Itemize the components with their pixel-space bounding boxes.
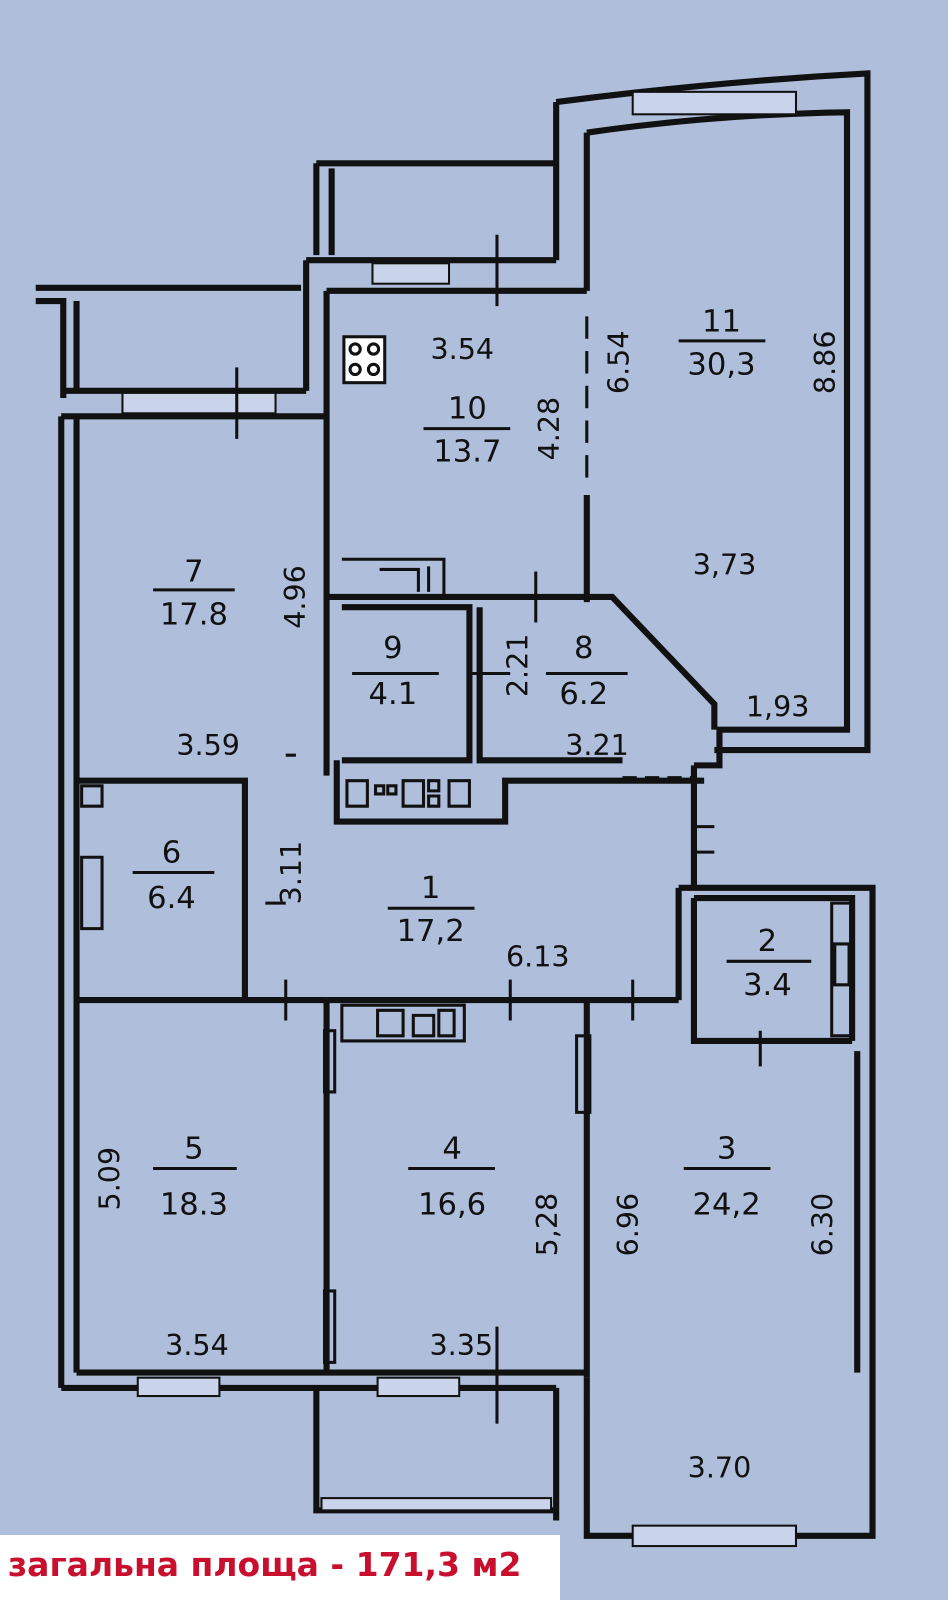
window bbox=[136, 1376, 221, 1398]
dimension-label: 6.30 bbox=[806, 1193, 840, 1257]
room-number: 9 bbox=[383, 631, 402, 666]
window bbox=[631, 1524, 798, 1548]
room-area: 3.4 bbox=[743, 968, 792, 1003]
dimension-label: 3.35 bbox=[429, 1328, 493, 1362]
room-8: 86.2 bbox=[545, 631, 628, 712]
room-area: 6.4 bbox=[147, 881, 196, 916]
dimension-label: 6.96 bbox=[611, 1193, 645, 1257]
dimension-label: 2.21 bbox=[501, 634, 535, 698]
room-4: 416,6 bbox=[408, 1131, 495, 1222]
dimension-label: 6.13 bbox=[506, 939, 570, 973]
room-number: 11 bbox=[702, 305, 741, 340]
dimension-label: 3,73 bbox=[693, 548, 757, 582]
room-number: 7 bbox=[184, 555, 203, 590]
dimension-label: 3.21 bbox=[565, 728, 629, 762]
room-2: 23.4 bbox=[726, 924, 812, 1003]
total-area-label: загальна площа - 171,3 м2 bbox=[8, 1545, 522, 1584]
walls bbox=[35, 70, 876, 1548]
room-number: 2 bbox=[758, 924, 777, 959]
room-1: 117,2 bbox=[387, 871, 475, 949]
room-area: 17.8 bbox=[160, 598, 228, 633]
room-5: 518.3 bbox=[153, 1131, 237, 1222]
dimension-label: 5,28 bbox=[530, 1193, 564, 1257]
dimension-label: 3.54 bbox=[430, 332, 494, 366]
room-area: 18.3 bbox=[160, 1187, 228, 1222]
dimension-label: 4.28 bbox=[532, 397, 566, 461]
dimension-label: 3.59 bbox=[176, 728, 240, 762]
window bbox=[376, 1376, 461, 1398]
room-number: 5 bbox=[184, 1131, 203, 1166]
dimension-label: 3.11 bbox=[274, 841, 308, 905]
room-number: 10 bbox=[448, 391, 487, 426]
room-11: 11 30,3 bbox=[678, 305, 766, 383]
dimension-label: 4.96 bbox=[278, 565, 312, 629]
dimension-label: 6.54 bbox=[602, 330, 636, 394]
total-area-banner: загальна площа - 171,3 м2 bbox=[0, 1535, 560, 1600]
dimension-label: 1,93 bbox=[746, 689, 810, 723]
dimension-label: 3.54 bbox=[165, 1328, 229, 1362]
room-area: 17,2 bbox=[397, 914, 465, 949]
room-10: 10 13.7 bbox=[423, 391, 511, 469]
dimensions: 3.54 6.54 8.86 4.28 3,73 4.96 2.21 3.21 … bbox=[92, 330, 841, 1484]
room-area: 24,2 bbox=[693, 1187, 761, 1222]
room-number: 4 bbox=[442, 1131, 461, 1166]
window bbox=[631, 90, 798, 116]
room-area: 6.2 bbox=[559, 677, 608, 712]
room-number: 6 bbox=[162, 835, 181, 870]
room-area: 4.1 bbox=[369, 677, 418, 712]
window bbox=[371, 262, 451, 285]
room-3: 324,2 bbox=[683, 1131, 771, 1222]
room-area: 16,6 bbox=[418, 1187, 486, 1222]
window bbox=[121, 391, 277, 415]
room-7: 717.8 bbox=[153, 555, 235, 633]
room-6: 66.4 bbox=[132, 835, 215, 916]
stove-icon bbox=[342, 335, 387, 385]
room-number: 8 bbox=[574, 631, 593, 666]
dimension-label: 8.86 bbox=[808, 330, 842, 394]
dimension-label: 3.70 bbox=[688, 1451, 752, 1485]
room-number: 1 bbox=[421, 871, 440, 906]
room-9: 94.1 bbox=[352, 631, 439, 712]
window bbox=[320, 1497, 553, 1512]
room-number: 3 bbox=[717, 1131, 736, 1166]
room-area: 13.7 bbox=[433, 434, 501, 469]
dimension-label: 5.09 bbox=[92, 1147, 126, 1211]
room-area: 30,3 bbox=[687, 348, 755, 383]
